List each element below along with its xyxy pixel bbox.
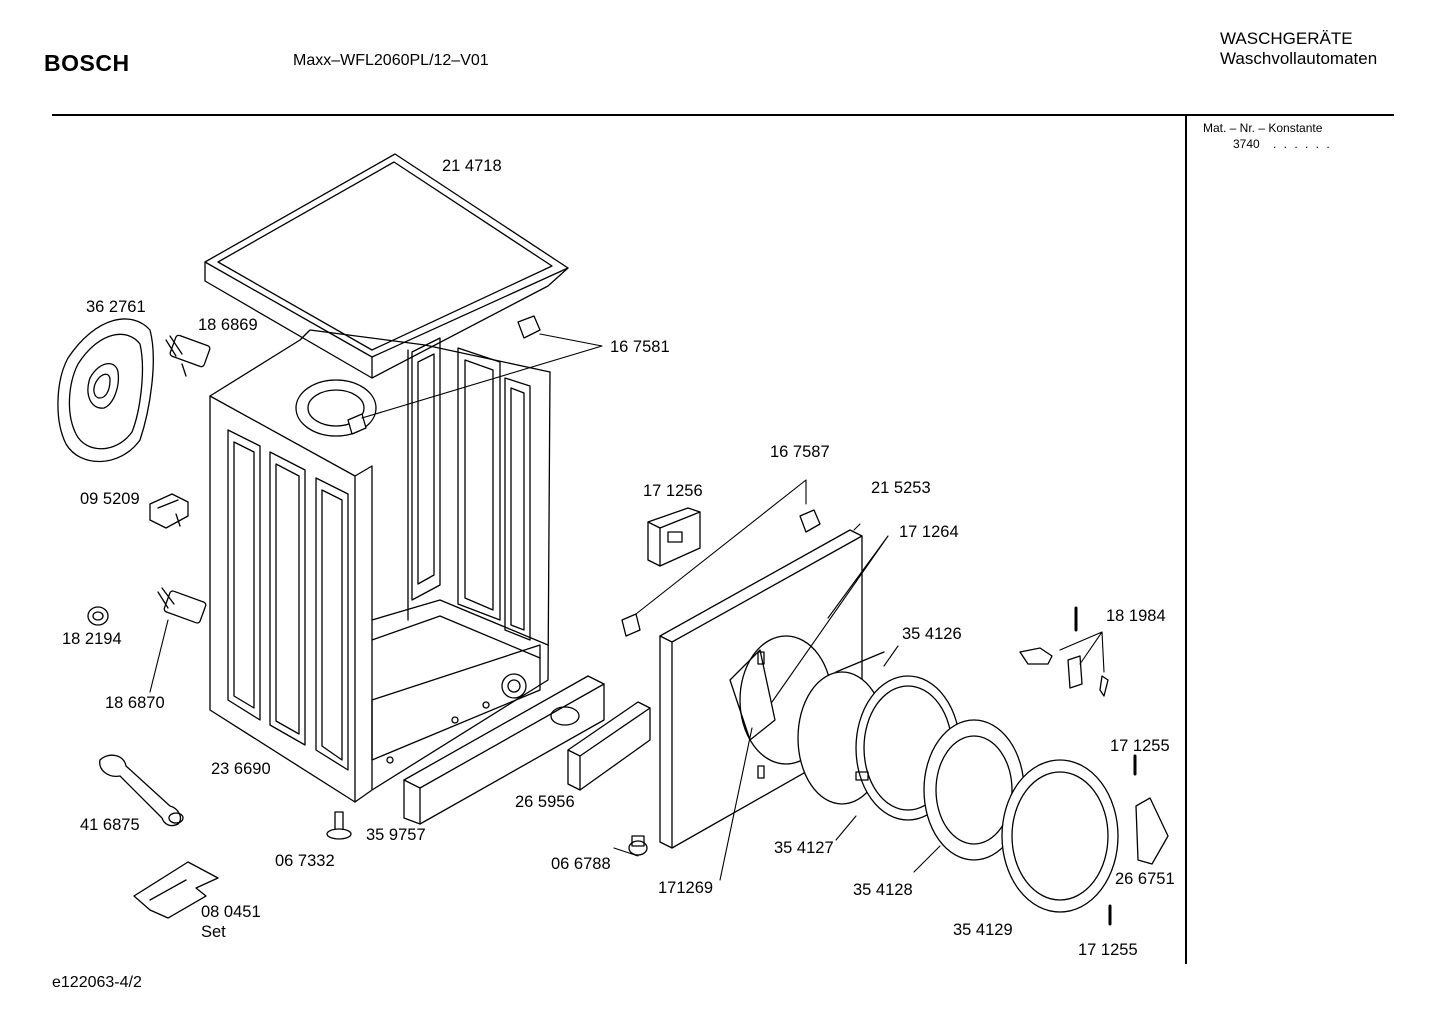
material-number-value: 3740 <box>1233 137 1260 151</box>
part-label: 18 6870 <box>105 694 165 712</box>
door-lock-drawing <box>648 508 700 566</box>
sidebar-divider <box>1185 116 1187 964</box>
part-label: 35 4127 <box>774 839 834 857</box>
wrench-drawing <box>100 755 183 825</box>
part-label: 16 7581 <box>610 338 670 356</box>
part-label: 26 5956 <box>515 793 575 811</box>
drawing-code: e122063-4/2 <box>52 974 142 991</box>
part-label: 09 5209 <box>80 490 140 508</box>
handle-parts-drawing <box>1020 648 1108 696</box>
model-number: Maxx–WFL2060PL/12–V01 <box>293 52 489 69</box>
part-label: 36 2761 <box>86 298 146 316</box>
clips-drawing <box>348 316 820 636</box>
part-label: 171269 <box>658 879 714 897</box>
part-label: 17 1256 <box>643 482 703 500</box>
door-outer-ring-drawing <box>1002 760 1118 912</box>
material-number-heading: Mat. – Nr. – Konstante <box>1203 121 1323 135</box>
header-divider <box>52 114 1394 116</box>
plinth-drawing <box>404 676 604 824</box>
part-label: 21 5253 <box>871 479 931 497</box>
clip-09-5209-drawing <box>150 494 188 528</box>
category-title: WASCHGERÄTE <box>1220 29 1353 48</box>
rear-cover-drawing <box>58 319 153 462</box>
part-label: 35 9757 <box>366 826 426 844</box>
knob-18-2194-drawing <box>88 607 108 625</box>
material-number-dots: . . . . . . <box>1273 137 1332 151</box>
door-window-drawing <box>924 720 1024 860</box>
category-subtitle: Waschvollautomaten <box>1220 49 1378 68</box>
part-label: 23 6690 <box>211 760 271 778</box>
leader-lines <box>150 334 1104 880</box>
part-label: 26 6751 <box>1115 870 1175 888</box>
cabinet-drawing <box>210 330 550 802</box>
part-label: 17 1255 <box>1078 941 1138 959</box>
part-label: 08 0451 <box>201 903 261 921</box>
shipping-bracket-drawing <box>134 862 218 918</box>
part-label: 35 4129 <box>953 921 1013 939</box>
part-label: 18 6869 <box>198 316 258 334</box>
valve-18-6870-drawing <box>158 588 207 624</box>
part-label: 06 7332 <box>275 852 335 870</box>
drawer-cover-drawing <box>568 702 650 790</box>
part-label: 41 6875 <box>80 816 140 834</box>
top-cover-drawing <box>205 154 568 378</box>
part-label: 18 2194 <box>62 630 122 648</box>
part-label: Set <box>201 923 226 941</box>
part-label: 35 4128 <box>853 881 913 899</box>
valve-18-6869-drawing <box>166 335 211 376</box>
part-label: 17 1255 <box>1110 737 1170 755</box>
part-label: 21 4718 <box>442 157 502 175</box>
foot-drawing <box>327 812 351 839</box>
part-label: 16 7587 <box>770 443 830 461</box>
button-06-6788-drawing <box>629 836 647 855</box>
hinge-drawing <box>1136 798 1168 864</box>
brand-logo: BOSCH <box>44 50 130 76</box>
part-label: 17 1264 <box>899 523 959 541</box>
pins-drawing <box>1076 608 1135 924</box>
part-label: 18 1984 <box>1106 607 1166 625</box>
part-label: 35 4126 <box>902 625 962 643</box>
part-label: 06 6788 <box>551 855 611 873</box>
